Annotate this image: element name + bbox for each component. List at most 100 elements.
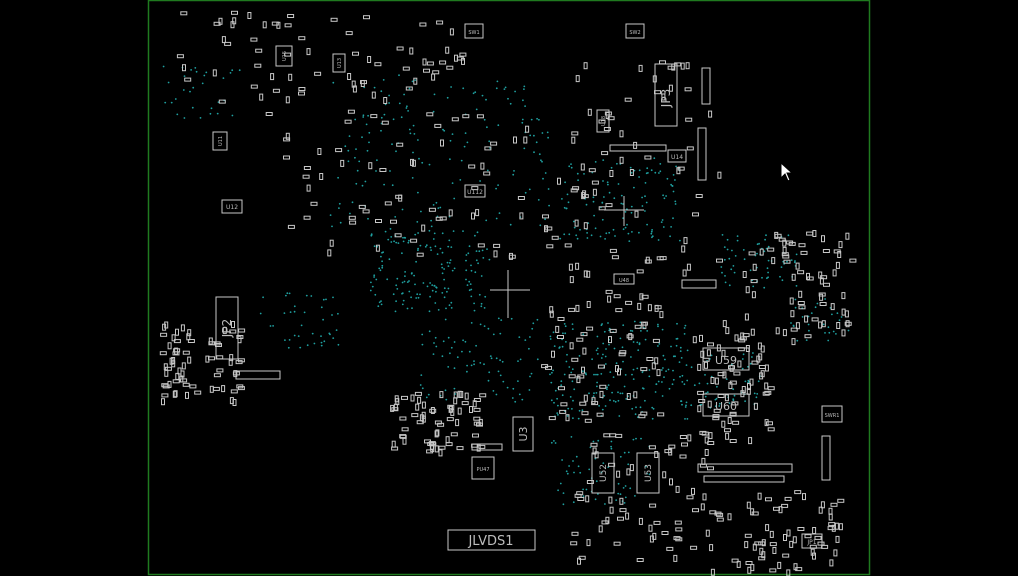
via <box>293 310 296 313</box>
pad <box>416 252 424 257</box>
via <box>476 231 479 234</box>
pad <box>329 239 334 247</box>
pad <box>750 508 755 516</box>
via <box>407 241 410 244</box>
component-u59[interactable]: U59 <box>702 347 750 371</box>
via <box>450 346 453 349</box>
via <box>523 88 525 90</box>
via <box>675 344 678 347</box>
via <box>453 341 456 343</box>
via <box>479 323 482 326</box>
via <box>631 231 633 233</box>
pad <box>285 132 290 140</box>
via <box>591 358 593 361</box>
component-u112[interactable]: U112 <box>464 184 486 198</box>
via <box>645 201 648 204</box>
via <box>451 269 454 272</box>
pad <box>212 69 217 77</box>
via <box>665 370 667 372</box>
via <box>413 274 415 277</box>
pad <box>438 449 443 457</box>
component-u52[interactable]: U52 <box>591 452 615 494</box>
pad <box>830 502 838 507</box>
via <box>550 399 553 402</box>
via <box>504 86 507 89</box>
via <box>410 272 413 275</box>
pad <box>679 454 687 459</box>
via <box>559 482 562 485</box>
pad <box>548 416 556 421</box>
via <box>497 184 499 187</box>
component-u14[interactable]: U14 <box>667 149 687 163</box>
via <box>676 322 678 325</box>
component-u12[interactable]: U12 <box>221 199 243 214</box>
via <box>162 65 165 68</box>
component-u15[interactable]: U15 <box>275 45 293 67</box>
via <box>449 352 451 355</box>
pad <box>473 407 481 412</box>
via <box>646 223 648 226</box>
pad <box>176 54 184 59</box>
pad <box>213 21 221 26</box>
via <box>553 401 555 404</box>
pad <box>396 46 404 51</box>
component-u18[interactable]: U18 <box>596 109 610 133</box>
component-pu47[interactable]: PU47 <box>471 456 495 480</box>
component-sw2[interactable]: SW2 <box>625 23 645 39</box>
via <box>602 159 605 162</box>
pad <box>638 414 646 419</box>
pad <box>790 327 798 332</box>
via <box>572 417 574 419</box>
pad <box>817 541 825 546</box>
via <box>433 284 436 287</box>
component-u13[interactable]: U13 <box>332 53 346 73</box>
via <box>629 166 632 169</box>
via <box>557 404 559 407</box>
via <box>658 172 660 174</box>
via <box>632 368 635 371</box>
component-u60[interactable]: U60 <box>702 393 750 417</box>
via <box>395 300 397 303</box>
component-jp1[interactable]: JP1 <box>801 533 823 549</box>
pad <box>732 420 740 425</box>
component-u48[interactable]: U48 <box>613 273 635 285</box>
pad <box>749 378 754 386</box>
component-swr1[interactable]: SWR1 <box>821 405 843 423</box>
via <box>344 145 347 148</box>
component-u11[interactable]: U11 <box>212 131 228 151</box>
via <box>714 405 717 408</box>
pad <box>162 384 170 389</box>
via <box>487 379 490 382</box>
pad <box>692 212 699 217</box>
via <box>644 465 647 468</box>
via <box>339 221 342 224</box>
component-u53[interactable]: U53 <box>636 452 660 494</box>
via <box>465 259 467 262</box>
component-u3[interactable]: U3 <box>512 416 534 452</box>
component-jp3[interactable]: JP3 <box>654 63 678 127</box>
via <box>510 317 513 320</box>
via <box>638 169 641 172</box>
via <box>521 121 524 124</box>
pad <box>445 436 450 444</box>
via <box>428 163 431 166</box>
pad <box>459 391 464 398</box>
via <box>790 259 793 261</box>
via <box>668 387 671 390</box>
component-jp2[interactable]: JP2 <box>215 296 239 360</box>
pad <box>591 397 596 405</box>
via <box>450 307 453 309</box>
pad <box>759 248 764 256</box>
via <box>730 268 733 271</box>
pad <box>835 261 840 269</box>
via <box>456 356 459 359</box>
via <box>401 281 404 284</box>
pad <box>608 496 613 504</box>
via <box>582 370 584 373</box>
pad <box>837 251 842 258</box>
component-jlvds1[interactable]: JLVDS1 <box>447 529 536 551</box>
pad <box>438 445 446 450</box>
pad <box>710 568 715 576</box>
component-sw1[interactable]: SW1 <box>464 23 484 39</box>
